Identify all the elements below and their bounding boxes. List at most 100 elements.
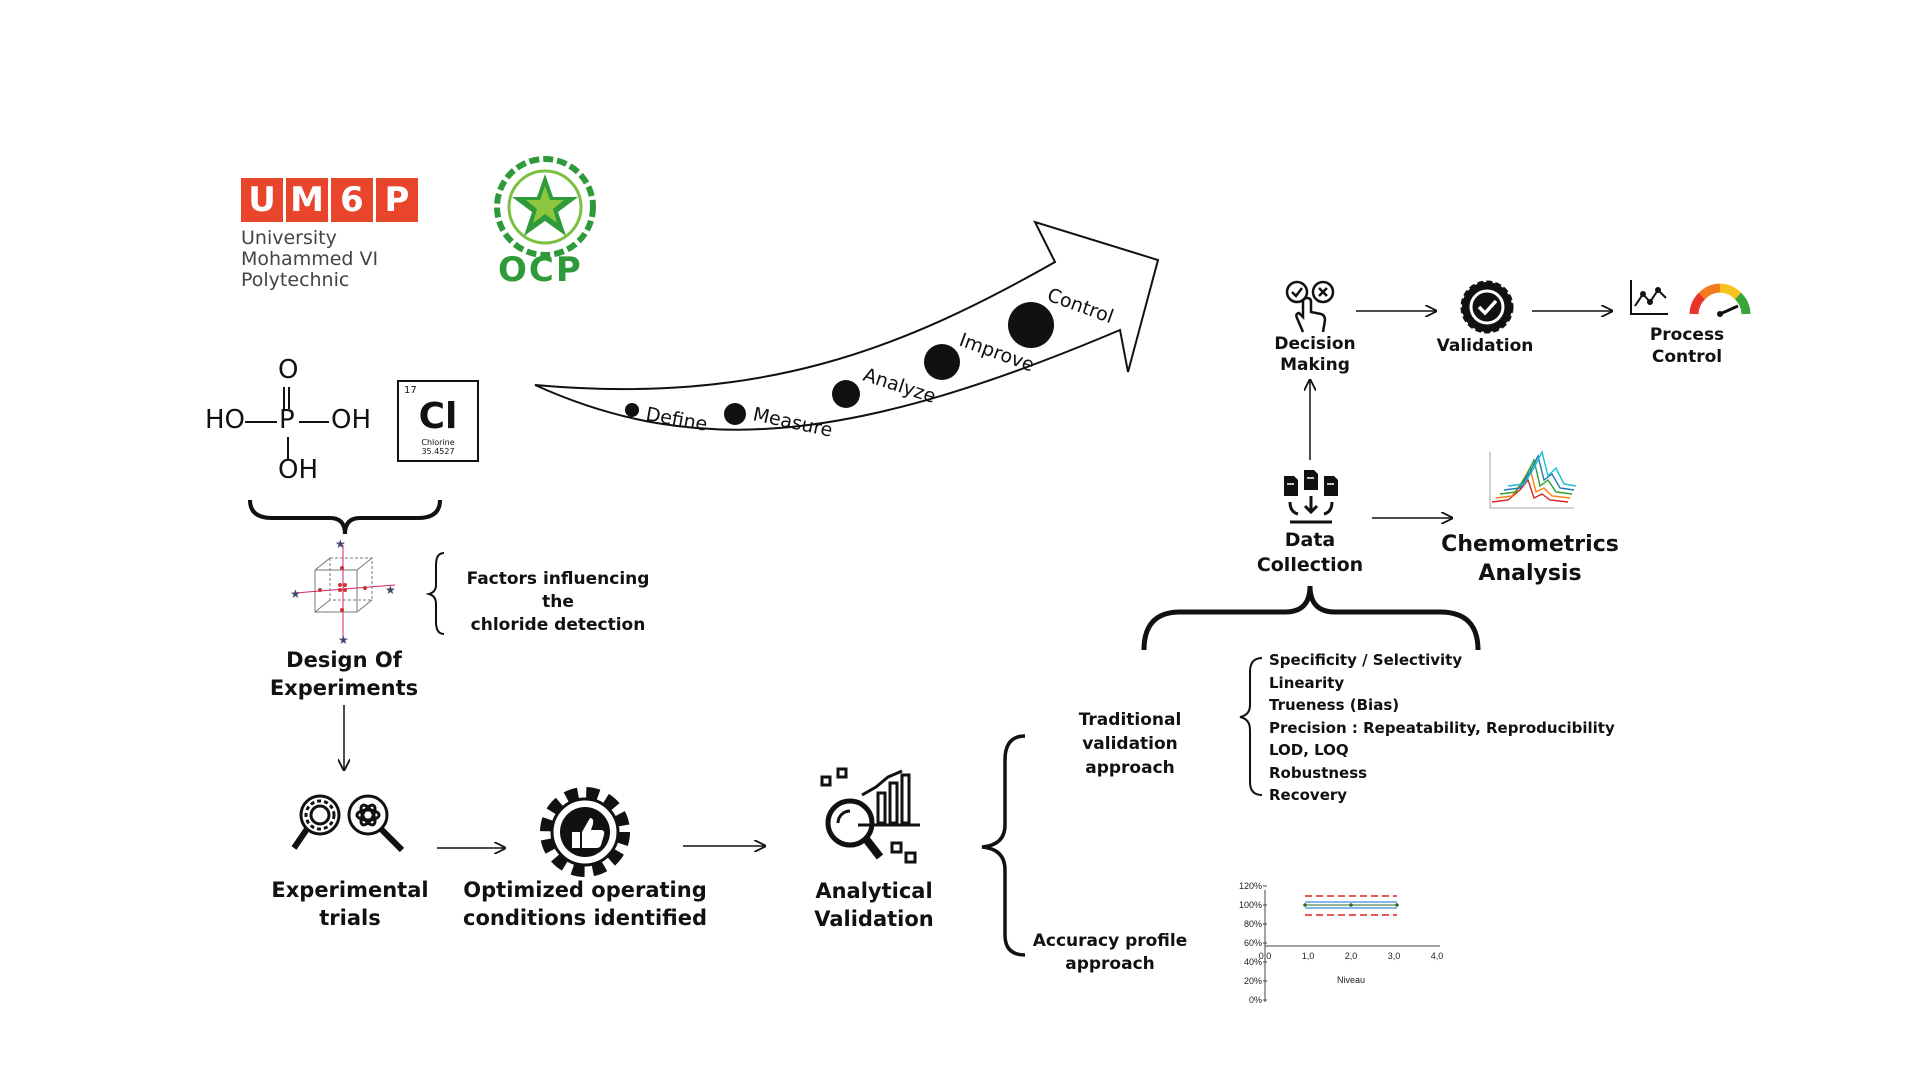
profile-point bbox=[1303, 903, 1307, 907]
criterion-item: LOD, LOQ bbox=[1269, 741, 1349, 759]
um6p-letter: P bbox=[376, 178, 418, 222]
x-axis-label: Niveau bbox=[1337, 975, 1365, 985]
brace-data-collection bbox=[1141, 585, 1481, 651]
line-chart-icon bbox=[1630, 280, 1668, 315]
traditional-line2: approach bbox=[1085, 758, 1175, 778]
criterion-item: Precision : Repeatability, Reproducibili… bbox=[1269, 718, 1615, 737]
y-tick-label: 100% bbox=[1239, 900, 1262, 910]
atom-ho-left: HO bbox=[205, 405, 246, 435]
magnifier-gear-atom-icon bbox=[291, 794, 405, 853]
chlorine-element-tile: 17 Cl Chlorine 35.4527 bbox=[397, 380, 479, 462]
doe-label: Design Of Experiments bbox=[244, 646, 444, 702]
element-symbol: Cl bbox=[418, 396, 458, 437]
y-tick-label: 80% bbox=[1244, 919, 1262, 929]
chemometrics-label: Chemometrics Analysis bbox=[1440, 530, 1620, 588]
criterion-item: Robustness bbox=[1269, 763, 1368, 782]
decision-making-label: Decision Making bbox=[1255, 334, 1375, 376]
dmaic-dot-analyze bbox=[832, 380, 860, 408]
accuracy-approach-label: Accuracy profile approach bbox=[1020, 930, 1200, 976]
dmaic-dot-control bbox=[1008, 302, 1054, 348]
svg-text:★: ★ bbox=[335, 537, 346, 551]
optimized-line2: conditions identified bbox=[463, 906, 707, 930]
y-tick-label: 40% bbox=[1244, 957, 1262, 967]
phosphoric-acid-structure: O HO P OH OH bbox=[205, 355, 385, 490]
factors-line2: chloride detection bbox=[470, 615, 646, 635]
ocp-text: OCP bbox=[498, 250, 583, 290]
process-control-label: Process Control bbox=[1632, 324, 1742, 368]
y-tick-label: 20% bbox=[1244, 976, 1262, 986]
analytical-line2: Validation bbox=[814, 907, 934, 931]
validation-criteria-list: Specificity / Selectivity Linearity True… bbox=[1269, 649, 1615, 807]
doe-line1: Design Of bbox=[286, 648, 402, 672]
profile-point bbox=[1349, 903, 1353, 907]
y-tick-label: 0% bbox=[1249, 995, 1262, 1005]
y-tick-label: 60% bbox=[1244, 938, 1262, 948]
gear-thumbs-up-icon bbox=[540, 787, 630, 877]
brace-factors bbox=[425, 552, 445, 635]
brace-molecule bbox=[248, 499, 442, 535]
trials-line2: trials bbox=[319, 906, 381, 930]
traditional-line1: Traditional validation bbox=[1078, 710, 1182, 754]
check-badge-icon bbox=[1460, 280, 1514, 334]
profile-point bbox=[1395, 903, 1399, 907]
element-name: Chlorine bbox=[421, 438, 455, 447]
analytical-validation-label: Analytical Validation bbox=[784, 877, 964, 933]
process-control-line1: Process bbox=[1649, 325, 1725, 345]
data-collection-label: Data Collection bbox=[1240, 528, 1380, 578]
doe-line2: Experiments bbox=[269, 676, 419, 700]
accuracy-line2: approach bbox=[1065, 954, 1155, 974]
element-mass: 35.4527 bbox=[421, 447, 455, 456]
svg-text:★: ★ bbox=[290, 587, 301, 601]
double-bond bbox=[283, 387, 290, 409]
um6p-letter: 6 bbox=[331, 178, 373, 222]
validation-label: Validation bbox=[1436, 336, 1534, 356]
y-tick-label: 120% bbox=[1239, 881, 1262, 891]
atom-oh-bottom: OH bbox=[278, 455, 319, 485]
dmaic-dot-measure bbox=[724, 403, 746, 425]
gauge-icon bbox=[1689, 283, 1751, 317]
optimized-label: Optimized operating conditions identifie… bbox=[460, 876, 710, 932]
analytics-magnifier-icon bbox=[820, 767, 920, 864]
decision-line2: Making bbox=[1280, 355, 1350, 375]
trials-line1: Experimental bbox=[271, 878, 429, 902]
svg-text:★: ★ bbox=[385, 583, 396, 597]
x-tick-label: 0,0 bbox=[1259, 951, 1272, 961]
bond-left bbox=[245, 421, 277, 423]
criterion-item: Linearity bbox=[1269, 673, 1345, 692]
accuracy-line1: Accuracy profile bbox=[1032, 931, 1188, 951]
atom-o-top: O bbox=[278, 355, 299, 385]
criterion-item: Specificity / Selectivity bbox=[1269, 651, 1463, 669]
um6p-letter: U bbox=[241, 178, 283, 222]
spectra-plot-icon bbox=[1489, 449, 1577, 509]
ocp-emblem-icon bbox=[494, 156, 596, 258]
um6p-line1: University bbox=[241, 227, 337, 249]
data-collection-line2: Collection bbox=[1256, 554, 1364, 576]
trials-label: Experimental trials bbox=[250, 876, 450, 932]
element-number: 17 bbox=[404, 385, 417, 396]
chemometrics-line2: Analysis bbox=[1478, 561, 1582, 586]
decision-line1: Decision bbox=[1274, 334, 1356, 354]
atom-oh-right: OH bbox=[331, 405, 372, 435]
optimized-line1: Optimized operating bbox=[463, 878, 707, 902]
analytical-line1: Analytical bbox=[815, 879, 933, 903]
criterion-item: Recovery bbox=[1269, 786, 1348, 804]
brace-approaches bbox=[981, 734, 1026, 957]
brace-criteria bbox=[1239, 657, 1263, 796]
x-tick-label: 1,0 bbox=[1302, 951, 1315, 961]
chemometrics-line1: Chemometrics bbox=[1441, 532, 1619, 557]
ocp-logo: OCP bbox=[490, 152, 600, 292]
process-control-line2: Control bbox=[1651, 347, 1723, 367]
dmaic-dot-improve bbox=[924, 344, 960, 380]
traditional-approach-label: Traditional validation approach bbox=[1030, 708, 1230, 780]
dmaic-dot-define bbox=[625, 403, 639, 417]
doe-cube-icon: ★ ★ ★ ★ bbox=[290, 537, 396, 647]
data-collection-line1: Data bbox=[1284, 529, 1336, 551]
um6p-letter: M bbox=[286, 178, 328, 222]
svg-text:★: ★ bbox=[338, 633, 349, 647]
x-tick-label: 3,0 bbox=[1388, 951, 1401, 961]
bond-bottom bbox=[287, 437, 289, 459]
data-collection-icon bbox=[1284, 470, 1338, 524]
